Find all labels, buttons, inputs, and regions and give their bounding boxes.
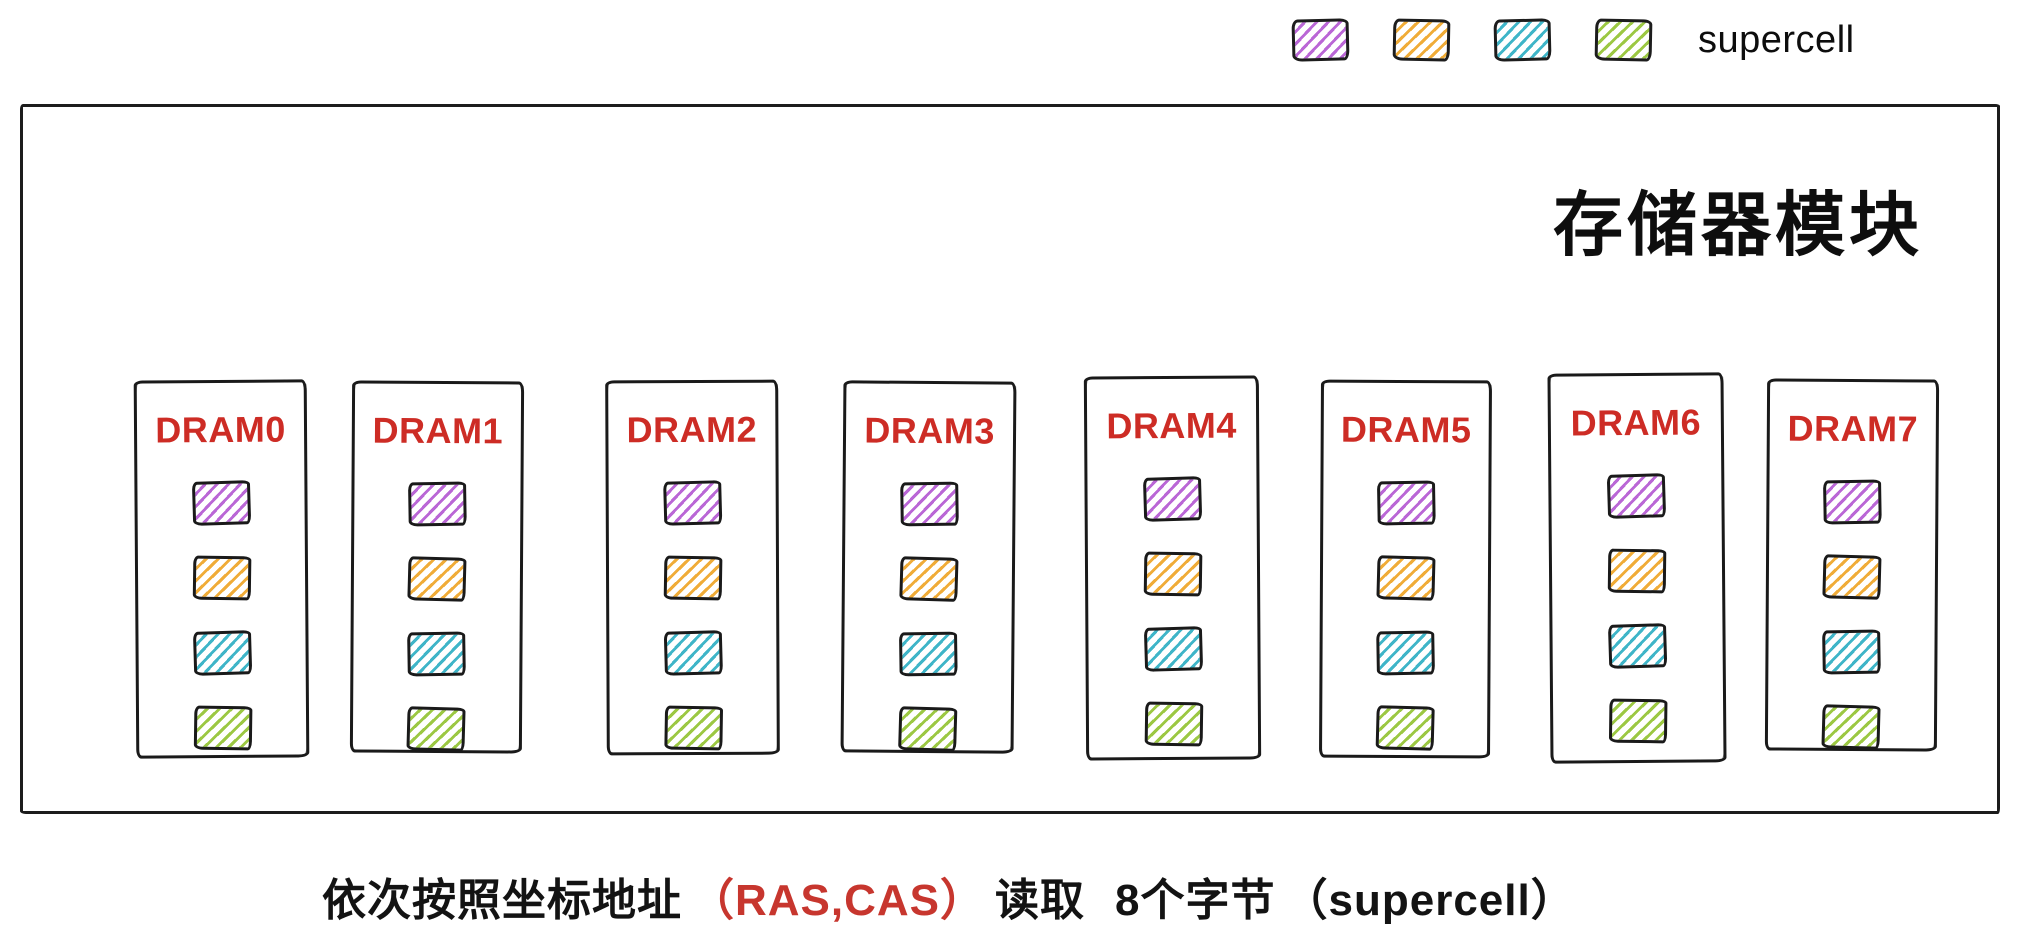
caption-prefix: 依次按照坐标地址 [322,876,682,925]
supercell-teal [407,631,466,677]
supercell-green [1375,705,1435,751]
legend-supercell-teal-icon [1493,18,1552,62]
memory-module-box: 存储器模块 DRAM0 DRAM1 DRAM2 DRAM3 DRAM4 DRAM5 DRAM… [20,104,2000,814]
dram-chip-7: DRAM7 [1764,378,1940,752]
supercell-orange [663,555,722,601]
supercell-teal [663,630,723,676]
dram-chip-0: DRAM0 [133,379,310,759]
chip-label: DRAM4 [1106,404,1238,447]
supercell-green [1821,704,1881,750]
legend-label: supercell [1698,18,1855,61]
supercell-green [663,705,723,751]
module-title: 存储器模块 [1553,186,1923,264]
chip-label: DRAM6 [1570,401,1702,444]
dram-chip-6: DRAM6 [1547,372,1727,764]
supercell-orange [1375,555,1436,601]
supercell-green [1608,698,1668,744]
supercell-green [193,705,252,751]
supercell-orange [1822,554,1882,600]
supercell-teal [192,630,252,676]
supercell-orange [1607,548,1667,594]
supercell-orange [898,556,959,602]
dram-chip-2: DRAM2 [605,379,780,756]
supercell-teal [1143,626,1203,672]
dram-chip-3: DRAM3 [840,380,1017,754]
supercell-purple [1376,480,1436,526]
supercell-purple [408,481,467,527]
supercell-purple [1606,473,1667,519]
chip-label: DRAM7 [1787,407,1919,450]
supercell-green [1144,701,1203,747]
supercell-stack [662,480,723,751]
dram-chip-4: DRAM4 [1083,375,1262,761]
legend-swatches [1291,18,1653,62]
caption-read: 读取 [995,876,1086,925]
supercell-stack [897,481,959,752]
chip-label: DRAM3 [864,409,995,452]
supercell-stack [1142,476,1203,747]
legend-supercell-purple-icon [1291,18,1350,62]
supercell-orange [407,556,467,602]
supercell-purple [1823,479,1882,525]
chip-label: DRAM1 [372,409,504,452]
dram-chip-5: DRAM5 [1319,379,1492,759]
caption-ras-cas: （RAS,CAS） [690,876,986,925]
supercell-stack [1606,473,1668,744]
supercell-stack [1375,480,1436,751]
legend-supercell-green-icon [1594,18,1653,62]
chip-label: DRAM2 [626,408,758,451]
supercell-orange [1143,551,1202,597]
supercell-teal [1375,630,1435,676]
dram-chip-1: DRAM1 [349,380,525,754]
supercell-stack [1821,479,1882,750]
chip-label: DRAM0 [155,408,286,451]
supercell-legend: supercell [1291,14,1855,66]
supercell-stack [406,481,467,752]
supercell-green [897,706,957,752]
legend-supercell-orange-icon [1392,18,1451,62]
caption-supercell: （supercell） [1283,876,1576,925]
supercell-orange [192,555,251,601]
supercell-purple [899,481,959,527]
supercell-purple [191,480,251,526]
chip-label: DRAM5 [1340,408,1472,451]
supercell-purple [662,480,722,526]
supercell-teal [1607,623,1668,669]
caption-bytes: 8个字节 [1115,876,1276,925]
supercell-teal [898,631,958,677]
supercell-teal [1822,629,1881,675]
supercell-purple [1142,476,1202,522]
supercell-green [406,706,466,752]
supercell-stack [191,480,252,751]
caption: 依次按照坐标地址（RAS,CAS）读取 8个字节（supercell） [322,864,1576,928]
